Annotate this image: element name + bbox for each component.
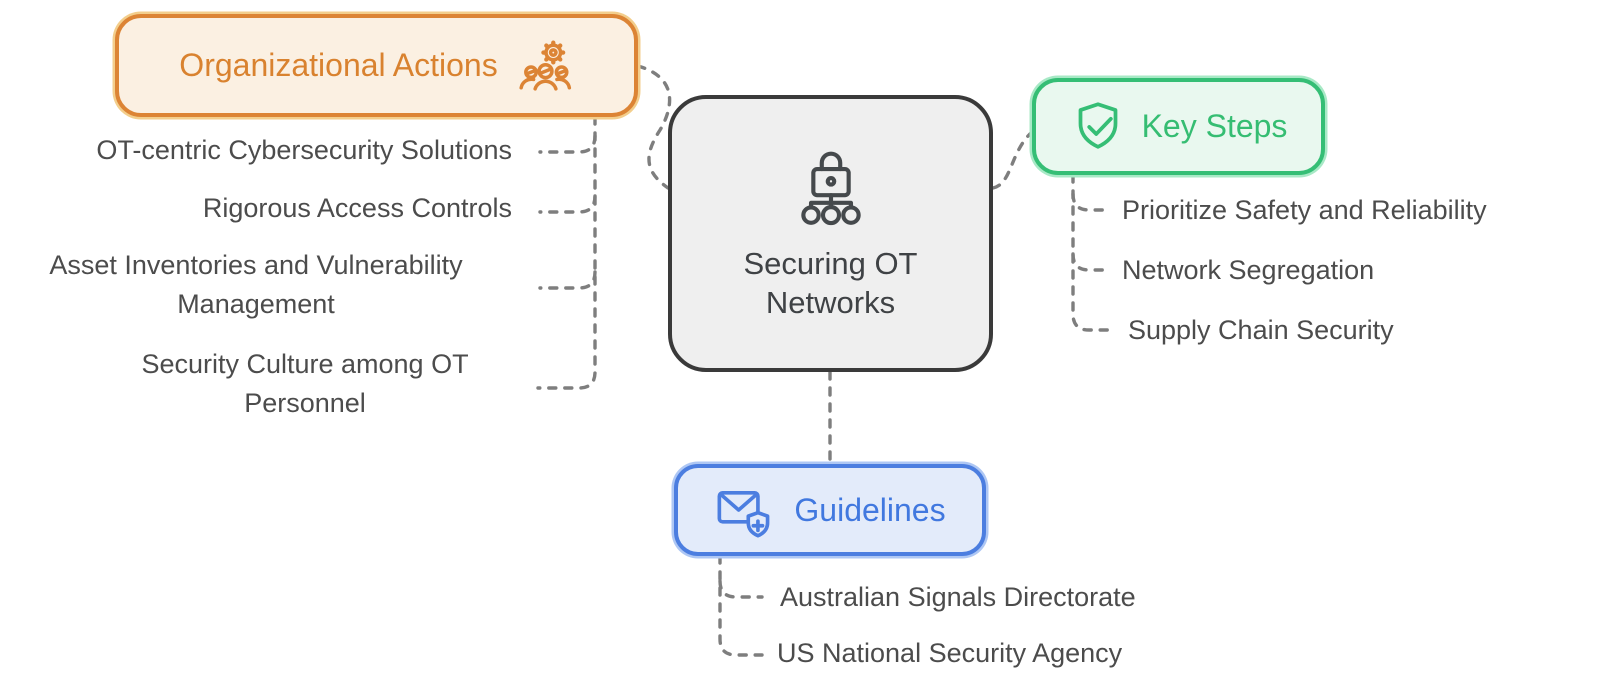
item-network-segregation[interactable]: Network Segregation <box>1122 255 1375 285</box>
org-branch-3 <box>538 270 597 290</box>
gear-team-icon <box>519 40 571 91</box>
guidelines-label: Guidelines <box>794 491 946 528</box>
connector-center-to-keysteps <box>991 130 1034 190</box>
org-trunk <box>536 115 597 390</box>
item-security-culture-ot-personnel[interactable]: Security Culture among OT Personnel <box>141 349 469 418</box>
item-australian-signals-directorate[interactable]: Australian Signals Directorate <box>780 582 1136 612</box>
guidelines-branch-1 <box>718 579 764 599</box>
mail-shield-plus-icon <box>717 491 770 538</box>
center-node[interactable]: Securing OT Networks <box>668 95 993 372</box>
item-prioritize-safety-reliability[interactable]: Prioritize Safety and Reliability <box>1122 195 1487 225</box>
item-rigorous-access-controls[interactable]: Rigorous Access Controls <box>202 193 512 223</box>
item-asset-inventories-vulnerability-management[interactable]: Asset Inventories and Vulnerability Mana… <box>49 250 463 319</box>
item-supply-chain-security[interactable]: Supply Chain Security <box>1128 315 1394 345</box>
keysteps-branch-2 <box>1071 252 1110 272</box>
organizational-actions-label: Organizational Actions <box>179 47 498 83</box>
branch-organizational-actions[interactable]: Organizational Actions <box>115 14 638 117</box>
item-us-national-security-agency[interactable]: US National Security Agency <box>777 638 1123 668</box>
org-branch-2 <box>538 194 597 214</box>
center-node-label: Securing OT Networks <box>743 245 918 320</box>
shield-check-icon <box>1078 101 1117 149</box>
connector-org-to-center <box>636 64 672 190</box>
branch-key-steps[interactable]: Key Steps <box>1032 78 1325 175</box>
item-ot-centric-cybersecurity-solutions[interactable]: OT-centric Cybersecurity Solutions <box>96 135 512 165</box>
org-branch-1 <box>538 134 597 154</box>
guidelines-trunk <box>718 554 764 657</box>
keysteps-trunk <box>1071 173 1110 332</box>
branch-guidelines[interactable]: Guidelines <box>674 464 986 556</box>
keysteps-branch-1 <box>1071 192 1110 212</box>
lock-network-icon <box>800 151 861 225</box>
key-steps-label: Key Steps <box>1141 108 1288 144</box>
